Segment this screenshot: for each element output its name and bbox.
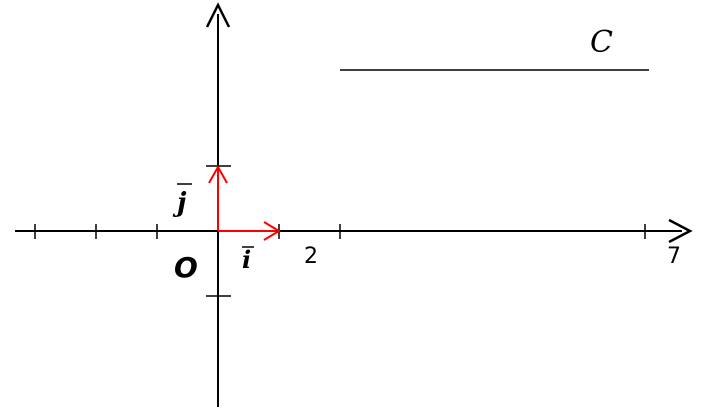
tick-label-7: 7 <box>667 244 681 269</box>
vector-i-arrowhead <box>263 221 281 241</box>
origin-label: O <box>174 251 198 284</box>
tick-label-2: 2 <box>304 244 318 269</box>
x-axis-arrowhead <box>668 218 693 244</box>
vector-j-arrowhead <box>208 164 228 184</box>
y-axis-arrowhead <box>205 2 231 28</box>
vector-j-label: j <box>172 188 187 218</box>
vector-i-label: i <box>242 245 251 274</box>
curve-label: C <box>590 25 613 60</box>
